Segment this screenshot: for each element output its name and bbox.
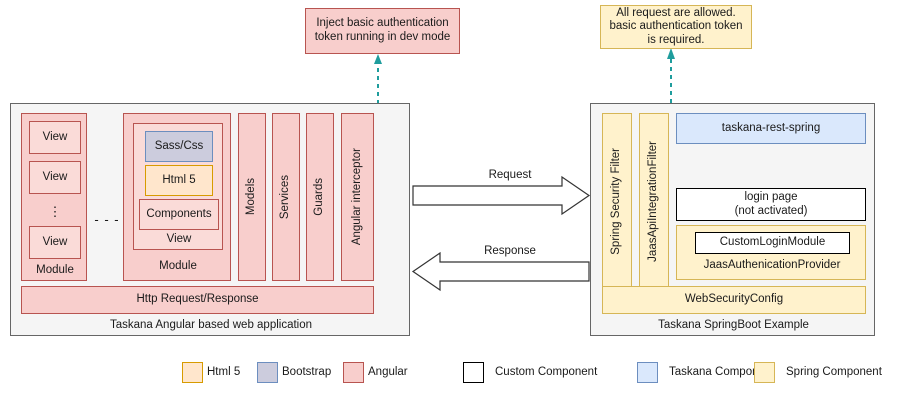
legend-label-taskana-component: Taskana Component [669, 366, 775, 378]
legend-swatch-spring-component [754, 362, 775, 383]
legend-item-spring-component [754, 362, 778, 384]
column-guards[interactable]: Guards [306, 113, 334, 281]
legend-item-html5 [182, 362, 206, 384]
column-models[interactable]: Models [238, 113, 266, 281]
login-page-box[interactable]: login page (not activated) [676, 188, 866, 221]
callout-spring-auth-required: All request are allowed. basic authentic… [600, 5, 752, 49]
legend-swatch-angular [343, 362, 364, 383]
login-page-label: login page (not activated) [734, 190, 808, 217]
column-angular-interceptor-label: Angular interceptor [350, 148, 363, 246]
custom-login-module-box[interactable]: CustomLoginModule [695, 232, 850, 254]
legend-swatch-taskana-component [637, 362, 658, 383]
server-panel-caption: Taskana SpringBoot Example [658, 319, 809, 332]
legend-item-angular [343, 362, 367, 384]
legend-label-bootstrap: Bootstrap [282, 366, 332, 378]
jaas-authentication-provider[interactable]: CustomLoginModule JaasAuthenicationProvi… [676, 225, 866, 280]
legend-swatch-html5 [182, 362, 203, 383]
client-panel: View View ⋮ View Module - - - Sass/Css H… [10, 103, 410, 336]
legend-label-spring-component: Spring Component [786, 366, 882, 378]
legend-label-html5: Html 5 [207, 366, 241, 378]
components-box[interactable]: Components [139, 199, 219, 230]
view-box[interactable]: View [29, 161, 81, 194]
callout-angular-dev-token: Inject basic authentication token runnin… [305, 8, 460, 54]
legend-item-bootstrap [257, 362, 281, 384]
view-container[interactable]: Sass/Css Html 5 Components View [133, 123, 223, 250]
legend-item-custom-component [463, 362, 487, 384]
spring-security-filter[interactable]: Spring Security Filter [602, 113, 632, 289]
column-angular-interceptor[interactable]: Angular interceptor [341, 113, 374, 281]
module-left[interactable]: View View ⋮ View Module [21, 113, 87, 281]
modules-ellipsis: - - - [94, 212, 120, 228]
jaas-authentication-provider-label: JaasAuthenicationProvider [703, 259, 841, 272]
jaas-api-integration-filter[interactable]: JaasApiIntegrationFilter [639, 113, 669, 289]
response-arrow-label: Response [484, 245, 536, 258]
html5-box[interactable]: Html 5 [145, 165, 213, 196]
view-box[interactable]: View [29, 121, 81, 154]
request-arrow-label: Request [488, 169, 532, 182]
jaas-api-integration-filter-label: JaasApiIntegrationFilter [647, 140, 660, 262]
legend-swatch-bootstrap [257, 362, 278, 383]
legend-item-taskana-component [637, 362, 661, 384]
legend-label-custom-component: Custom Component [495, 366, 598, 378]
view-label: View [166, 233, 192, 246]
client-panel-caption: Taskana Angular based web application [109, 319, 313, 332]
module-left-label: Module [36, 263, 74, 276]
column-services[interactable]: Services [272, 113, 300, 281]
view-box[interactable]: View [29, 226, 81, 259]
web-security-config-box[interactable]: WebSecurityConfig [602, 286, 866, 314]
sass-css-box[interactable]: Sass/Css [145, 131, 213, 162]
module-right-label: Module [159, 260, 197, 273]
http-request-response-bar[interactable]: Http Request/Response [21, 286, 374, 314]
vertical-ellipsis: ⋮ [48, 203, 62, 219]
column-services-label: Services [279, 174, 292, 220]
column-models-label: Models [245, 178, 258, 216]
spring-security-filter-label: Spring Security Filter [610, 147, 623, 255]
legend-label-angular: Angular [368, 366, 408, 378]
column-guards-label: Guards [313, 178, 326, 216]
module-right[interactable]: Sass/Css Html 5 Components View Module [123, 113, 231, 281]
server-panel: Spring Security Filter JaasApiIntegratio… [590, 103, 875, 336]
taskana-rest-spring-box[interactable]: taskana-rest-spring [676, 113, 866, 144]
legend-swatch-custom-component [463, 362, 484, 383]
